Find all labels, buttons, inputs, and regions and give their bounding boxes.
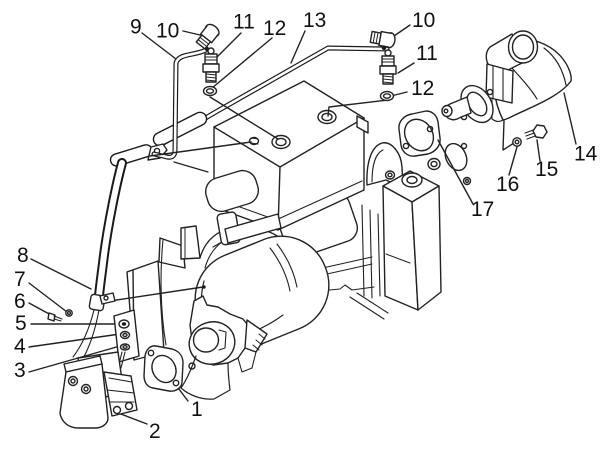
svg-text:8: 8	[17, 244, 29, 267]
svg-text:1: 1	[191, 398, 203, 421]
svg-text:9: 9	[130, 16, 142, 39]
svg-text:6: 6	[14, 290, 26, 313]
svg-text:17: 17	[471, 198, 494, 221]
svg-text:15: 15	[535, 158, 558, 181]
svg-text:5: 5	[15, 312, 27, 335]
svg-text:11: 11	[416, 42, 438, 65]
svg-text:4: 4	[14, 335, 26, 358]
svg-text:3: 3	[14, 359, 26, 382]
svg-text:12: 12	[263, 17, 286, 40]
svg-text:10: 10	[156, 20, 179, 43]
svg-text:10: 10	[412, 9, 435, 32]
svg-text:11: 11	[233, 11, 255, 34]
svg-text:7: 7	[14, 268, 26, 291]
svg-text:2: 2	[149, 420, 161, 443]
svg-text:16: 16	[496, 173, 519, 196]
svg-text:13: 13	[303, 9, 326, 32]
svg-text:12: 12	[411, 77, 434, 100]
svg-text:14: 14	[574, 143, 598, 166]
